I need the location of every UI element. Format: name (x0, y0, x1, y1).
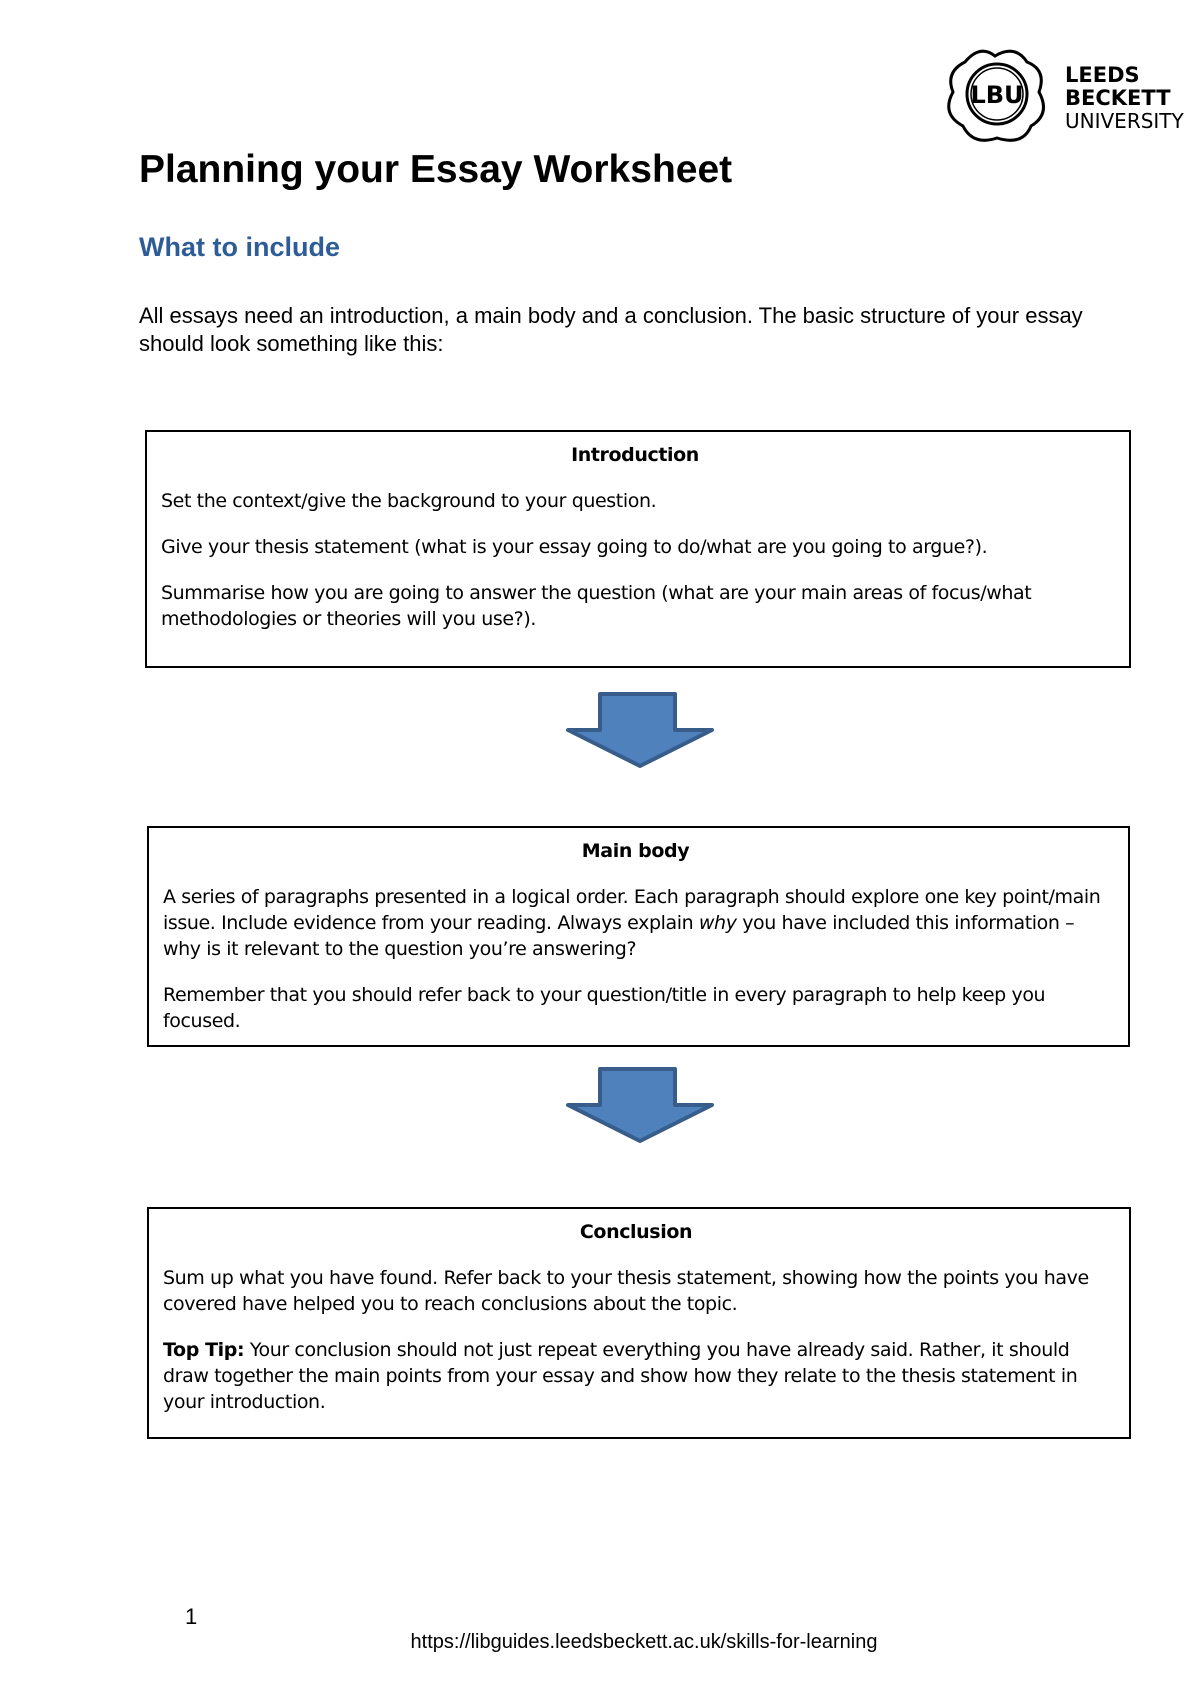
conclusion-paragraph: Sum up what you have found. Refer back t… (163, 1267, 1089, 1315)
university-logo: LBU LEEDS BECKETT UNIVERSITY (935, 42, 1195, 150)
svg-text:UNIVERSITY: UNIVERSITY (1065, 109, 1185, 133)
text: you have included this information – why… (163, 912, 1075, 960)
introduction-box: Introduction Set the context/give the ba… (145, 430, 1131, 668)
svg-text:LEEDS: LEEDS (1065, 63, 1140, 87)
svg-text:LBU: LBU (970, 81, 1023, 109)
top-tip-label: Top Tip: (163, 1339, 245, 1361)
down-arrow-icon (566, 692, 714, 768)
main-body-heading: Main body (581, 840, 690, 862)
intro-paragraph: All essays need an introduction, a main … (139, 303, 1083, 356)
top-tip-paragraph: Top Tip: Your conclusion should not just… (163, 1337, 1109, 1415)
footer-url-link[interactable]: https://libguides.leedsbeckett.ac.uk/ski… (410, 1631, 878, 1653)
conclusion-heading: Conclusion (579, 1221, 693, 1243)
introduction-paragraph: Give your thesis statement (what is your… (161, 536, 988, 558)
introduction-paragraph: Set the context/give the background to y… (161, 490, 657, 512)
main-body-paragraph: A series of paragraphs presented in a lo… (163, 884, 1108, 962)
emphasis-text: why (698, 912, 737, 934)
svg-text:BECKETT: BECKETT (1065, 86, 1171, 110)
main-body-box: Main body A series of paragraphs present… (147, 826, 1130, 1047)
introduction-heading: Introduction (571, 444, 699, 466)
main-body-paragraph: Remember that you should refer back to y… (163, 984, 1046, 1032)
down-arrow-icon (566, 1067, 714, 1143)
top-tip-text: Your conclusion should not just repeat e… (163, 1339, 1078, 1413)
conclusion-box: Conclusion Sum up what you have found. R… (147, 1207, 1131, 1439)
introduction-paragraph: Summarise how you are going to answer th… (161, 582, 1032, 630)
text: A series of paragraphs presented in a lo… (163, 886, 1101, 934)
page-number: 1 (185, 1604, 198, 1629)
tudor-rose-emblem-icon: LBU LEEDS BECKETT UNIVERSITY (947, 49, 1185, 142)
page-title: Planning your Essay Worksheet (139, 148, 733, 191)
section-heading: What to include (139, 232, 340, 262)
